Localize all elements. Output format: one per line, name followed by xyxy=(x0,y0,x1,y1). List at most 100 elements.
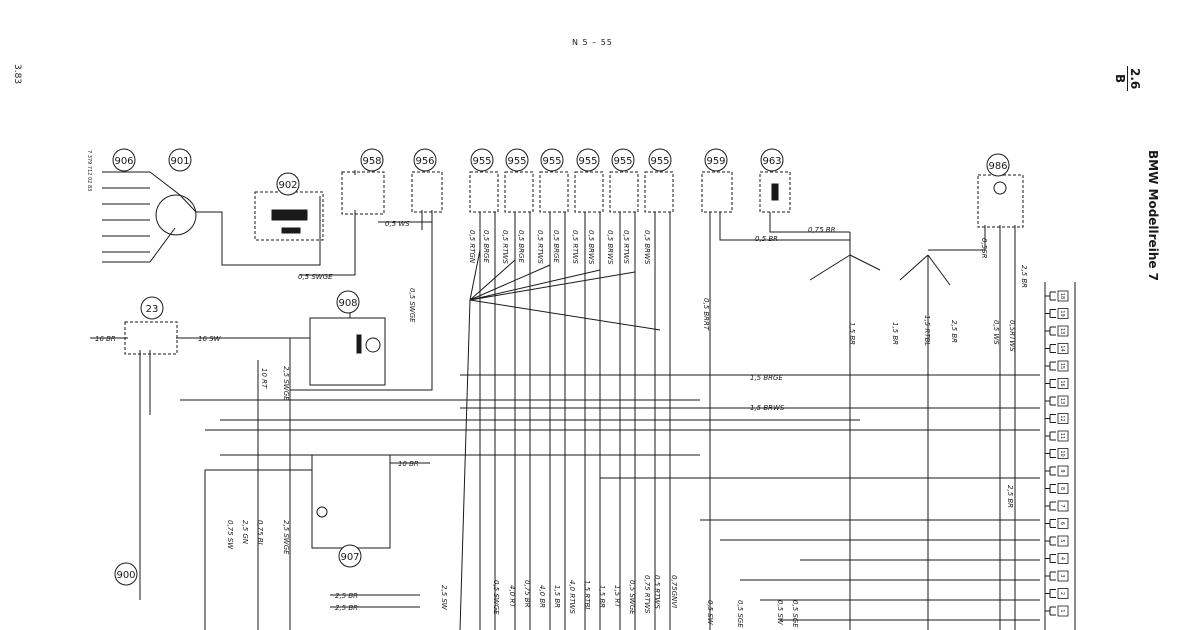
box-955f xyxy=(644,171,674,213)
wire-label-w_05rtws_v: 0,5RTWS xyxy=(1008,320,1016,352)
coil-902 xyxy=(271,209,308,221)
component-902: 902 xyxy=(276,172,300,196)
wire-956 xyxy=(290,210,433,391)
component-label: 959 xyxy=(706,156,725,167)
terminal-number: 19 xyxy=(1059,310,1065,316)
terminal-number: 7 xyxy=(1059,504,1065,507)
terminal-pin: 6 xyxy=(1045,518,1069,529)
wire-label-w_05sr: 0,5SR xyxy=(980,238,988,259)
box-955a xyxy=(469,171,499,213)
wire-986 xyxy=(899,225,1016,630)
wire-label-b_40rt: 4,0 RT xyxy=(508,585,516,608)
component-901: 901 xyxy=(168,148,192,172)
wire-label-w_05swge_h: 0,5 SWGE xyxy=(298,273,333,281)
wire-label-b_05sge: 0,5 SGE xyxy=(736,600,744,628)
terminal-pin: 13 xyxy=(1045,395,1069,407)
component-label: 955 xyxy=(507,156,526,167)
terminal-number: 14 xyxy=(1059,345,1065,351)
wire-label-w_25br_right: 2,5 BR xyxy=(1020,265,1028,288)
component-986: 986 xyxy=(986,153,1010,177)
wire-label-w_05swge_v: 0,5 SWGE xyxy=(408,288,416,323)
wire-label-b_05sge2: 0,5 SGE xyxy=(791,600,799,628)
wire-label-w_05brrt: 0,5 BRRT xyxy=(702,298,710,331)
wire-label-w_15br_v: 1,5 BR xyxy=(848,322,856,345)
wire-label-w_05brge2: 0,5 BRGE xyxy=(517,230,525,263)
document-code: N 5 – 55 xyxy=(572,38,613,47)
resistor-902 xyxy=(281,227,301,234)
terminal-pin: 13 xyxy=(1045,325,1069,337)
wire-label-w_05brge3: 0,5 BRGE xyxy=(552,230,560,263)
wire-label-w_25gn: 2,5 GN xyxy=(241,520,249,545)
terminal-pin: 5 xyxy=(1045,535,1069,547)
box-956 xyxy=(411,171,443,213)
box-986 xyxy=(977,174,1024,228)
wire-label-b_15br: 1,5 BR xyxy=(553,585,561,608)
component-label: 963 xyxy=(762,156,781,167)
wire-label-w_05brge: 0,5 BRGE xyxy=(482,230,490,263)
terminal-pin: 8 xyxy=(1045,483,1069,494)
component-boxes xyxy=(124,171,1024,355)
wire-label-w_10br: 10 BR xyxy=(398,460,419,468)
wire-label-b_05sw: 0,5 SW xyxy=(706,600,714,626)
wire-label-b_15rtbl: 1,5 RTBL xyxy=(583,580,591,611)
terminal-number: 1 xyxy=(1059,609,1065,612)
terminal-number: 13 xyxy=(1059,398,1065,404)
terminal-number: 5 xyxy=(1059,539,1065,542)
wire-label-w_05ws: 0,5 WS xyxy=(385,220,410,228)
component-955d: 955 xyxy=(576,148,600,172)
coil-908 xyxy=(356,334,362,354)
terminal-pin: 16 xyxy=(1045,378,1069,389)
plug-901 xyxy=(155,194,197,236)
component-internals xyxy=(155,181,1007,518)
terminal-pin: 15 xyxy=(1045,360,1069,372)
wire-label-b_05rtws: 0,5 RTWS xyxy=(653,575,661,609)
component-label: 955 xyxy=(650,156,669,167)
wire-label-w_25br_v3: 2,5 BR xyxy=(950,320,958,343)
wire-label-w_16sw: 16 SW xyxy=(198,335,222,343)
terminal-pin: 18 xyxy=(1045,290,1069,302)
wire-label-w_15br_v2: 1,5 BR xyxy=(891,322,899,345)
component-label: 906 xyxy=(114,156,133,167)
component-900: 900 xyxy=(114,562,138,586)
box-958 xyxy=(341,171,385,215)
wire-label-b_075rtws: 0,75 RTWS xyxy=(643,575,651,614)
terminal-number: 16 xyxy=(1059,380,1065,386)
terminal-pin: 10 xyxy=(1045,448,1069,459)
wire-label-w_05rtws4: 0,5 RTWS xyxy=(622,230,630,264)
terminal-pin: 3 xyxy=(1045,570,1069,582)
wire-label-w_05rtws2: 0,5 RTWS xyxy=(536,230,544,264)
motor-908 xyxy=(365,337,381,353)
wire-label-w_25sw: 2,5 SW xyxy=(440,585,448,611)
coil-963 xyxy=(771,183,779,201)
wire-label-w_05rtws: 0,5 RTWS xyxy=(501,230,509,264)
wire-955-drops xyxy=(479,212,671,630)
component-label: 955 xyxy=(542,156,561,167)
terminal-number: 12 xyxy=(1059,415,1065,421)
wire-label-b_40br: 4,0 BR xyxy=(538,585,546,608)
component-label: 958 xyxy=(362,156,381,167)
component-958: 958 xyxy=(360,148,384,172)
terminal-number: 11 xyxy=(1059,433,1065,439)
wire-label-w_05brws: 0,5 BRWS xyxy=(587,230,595,265)
box-955e xyxy=(609,171,639,213)
component-908: 908 xyxy=(336,290,360,314)
terminal-number: 6 xyxy=(1059,522,1065,525)
component-955c: 955 xyxy=(540,148,564,172)
terminal-pin: 7 xyxy=(1045,500,1069,512)
component-label: 23 xyxy=(146,304,159,315)
component-label: 956 xyxy=(415,156,434,167)
component-955f: 955 xyxy=(648,148,672,172)
wire-label-b_15rt: 1,5 RT xyxy=(613,585,621,608)
terminal-number: 10 xyxy=(1059,450,1065,456)
component-label: 907 xyxy=(340,552,359,563)
wire-label-w_05brws2: 0,5 BRWS xyxy=(606,230,614,265)
component-label: 908 xyxy=(338,298,357,309)
component-label: 902 xyxy=(278,180,297,191)
terminal-number: 4 xyxy=(1059,557,1065,560)
box-902 xyxy=(254,191,324,241)
wire-label-b_05sw2: 0,5 SW xyxy=(776,600,784,626)
